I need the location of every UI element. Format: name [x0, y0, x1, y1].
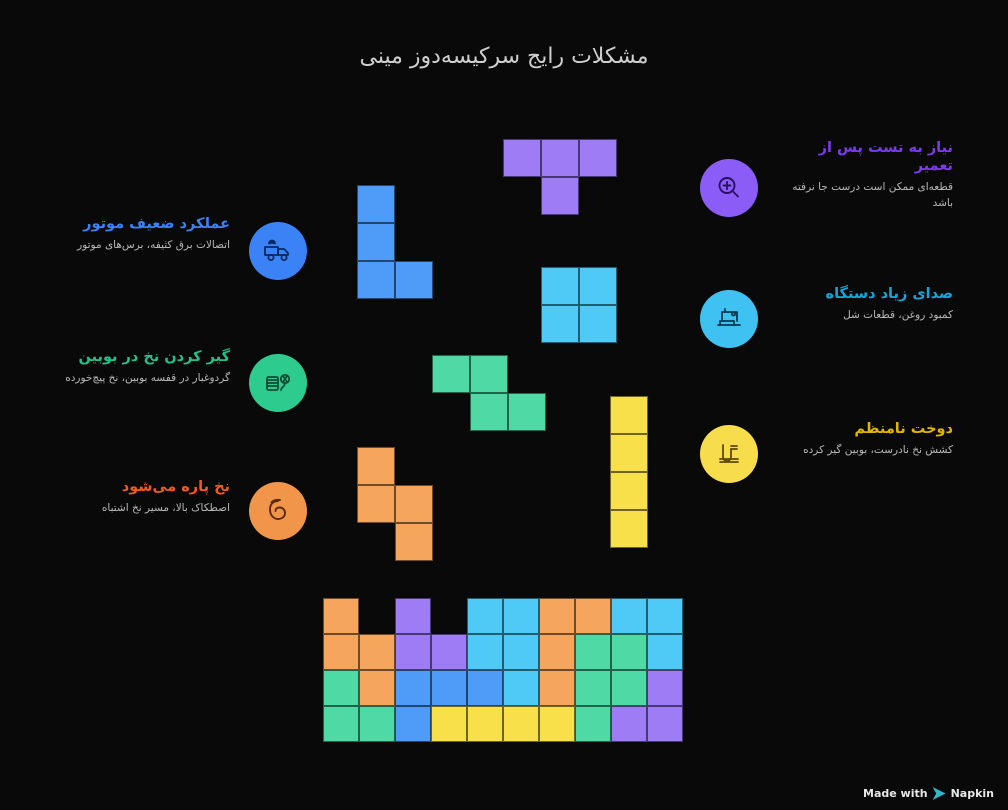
- stack-cell: [431, 670, 467, 706]
- tetromino-cell: [541, 267, 579, 305]
- label-heading: نخ پاره می‌شود: [121, 479, 230, 495]
- label-motor-weak: عملکرد ضعیف موتور اتصالات برق کثیفه، برس…: [55, 215, 230, 254]
- thread-icon: [269, 498, 286, 520]
- tetromino-cell: [610, 434, 648, 472]
- footer-brand: Napkin: [950, 787, 994, 800]
- label-description: اتصالات برق کثیفه، برس‌های موتور: [77, 239, 230, 252]
- magnifier-plus-icon: [718, 177, 739, 198]
- stack-cell: [467, 670, 503, 706]
- label-description: گردوغبار در قفسه بوبین، نخ پیچ‌خورده: [65, 372, 230, 385]
- label-description: قطعه‌ای ممکن است درست جا نرفته باشد: [792, 181, 953, 209]
- tetromino-cell: [610, 396, 648, 434]
- stack-cell: [467, 706, 503, 742]
- tetromino-cell: [395, 523, 433, 561]
- stack-cell: [503, 598, 539, 634]
- stack-cell: [395, 598, 431, 634]
- stitch-icon: [719, 444, 739, 463]
- stack-cell: [539, 634, 575, 670]
- tetromino-cell: [357, 185, 395, 223]
- label-loud-noise: صدای زیاد دستگاه کمبود روغن، قطعات شل: [778, 285, 953, 324]
- stack-cell: [539, 706, 575, 742]
- stack-cell: [395, 706, 431, 742]
- footer-text: Made with: [863, 787, 928, 800]
- page-title: مشکلات رایج سرکیسه‌دوز مینی: [359, 44, 649, 69]
- stack-cell: [323, 634, 359, 670]
- tetromino-cell: [579, 139, 617, 177]
- tetromino-cell: [579, 305, 617, 343]
- tetromino-cell: [395, 485, 433, 523]
- icon-circle-loud-noise: [700, 290, 758, 348]
- tetromino-cell: [470, 355, 508, 393]
- label-thread-jam: گیر کردن نخ در بوبین گردوغبار در قفسه بو…: [55, 348, 230, 387]
- stack-cell: [611, 670, 647, 706]
- tetromino-cell: [610, 472, 648, 510]
- icon-circle-thread-break: [249, 482, 307, 540]
- label-heading: نیاز به تست پس از تعمیر: [818, 140, 953, 175]
- sewing-machine-icon: [717, 308, 741, 326]
- stack-cell: [467, 598, 503, 634]
- tetromino-cell: [541, 177, 579, 215]
- stack-cell: [575, 598, 611, 634]
- stack-cell: [575, 670, 611, 706]
- stack-cell: [395, 670, 431, 706]
- tetromino-cell: [541, 305, 579, 343]
- stack-cell: [431, 634, 467, 670]
- tetromino-cell: [357, 261, 395, 299]
- label-description: کشش نخ نادرست، بوبین گیر کرده: [803, 444, 953, 457]
- tetromino-cell: [357, 485, 395, 523]
- label-heading: گیر کردن نخ در بوبین: [78, 349, 230, 365]
- stack-cell: [539, 598, 575, 634]
- tetromino-cell: [357, 447, 395, 485]
- tetromino-cell: [610, 510, 648, 548]
- stack-cell: [575, 634, 611, 670]
- icon-circle-thread-jam: [249, 354, 307, 412]
- tetromino-cell: [470, 393, 508, 431]
- stack-cell: [647, 634, 683, 670]
- stack-cell: [395, 634, 431, 670]
- stack-cell: [611, 706, 647, 742]
- label-heading: صدای زیاد دستگاه: [825, 286, 953, 302]
- stack-cell: [359, 670, 395, 706]
- label-description: اصطکاک بالا، مسیر نخ اشتباه: [101, 502, 230, 515]
- footer-watermark: Made with Napkin: [863, 787, 994, 800]
- stack-cell: [575, 706, 611, 742]
- stack-cell: [431, 706, 467, 742]
- napkin-logo-icon: [932, 787, 946, 800]
- stack-cell: [467, 634, 503, 670]
- stack-cell: [359, 634, 395, 670]
- icon-circle-test-after-repair: [700, 159, 758, 217]
- stack-cell: [323, 706, 359, 742]
- stack-cell: [611, 598, 647, 634]
- label-thread-break: نخ پاره می‌شود اصطکاک بالا، مسیر نخ اشتب…: [55, 478, 230, 517]
- stack-cell: [503, 670, 539, 706]
- stack-cell: [539, 670, 575, 706]
- label-uneven-stitch: دوخت نامنظم کشش نخ نادرست، بوبین گیر کرد…: [778, 420, 953, 459]
- tetromino-cell: [432, 355, 470, 393]
- stack-cell: [323, 598, 359, 634]
- icon-circle-motor-weak: [249, 222, 307, 280]
- label-heading: دوخت نامنظم: [854, 421, 953, 437]
- truck-icon: [264, 239, 289, 261]
- tetromino-cell: [541, 139, 579, 177]
- tetromino-cell: [357, 223, 395, 261]
- tetromino-cell: [395, 261, 433, 299]
- stack-cell: [503, 706, 539, 742]
- stack-cell: [323, 670, 359, 706]
- stack-cell: [503, 634, 539, 670]
- label-heading: عملکرد ضعیف موتور: [83, 216, 230, 232]
- stack-cell: [647, 598, 683, 634]
- stack-cell: [611, 634, 647, 670]
- bobbin-icon: [266, 373, 291, 391]
- icon-circle-uneven-stitch: [700, 425, 758, 483]
- tetromino-cell: [579, 267, 617, 305]
- tetromino-cell: [508, 393, 546, 431]
- label-description: کمبود روغن، قطعات شل: [843, 309, 953, 322]
- stack-cell: [647, 706, 683, 742]
- stack-cell: [647, 670, 683, 706]
- stack-cell: [359, 706, 395, 742]
- label-test-after-repair: نیاز به تست پس از تعمیر قطعه‌ای ممکن است…: [778, 139, 953, 212]
- tetromino-cell: [503, 139, 541, 177]
